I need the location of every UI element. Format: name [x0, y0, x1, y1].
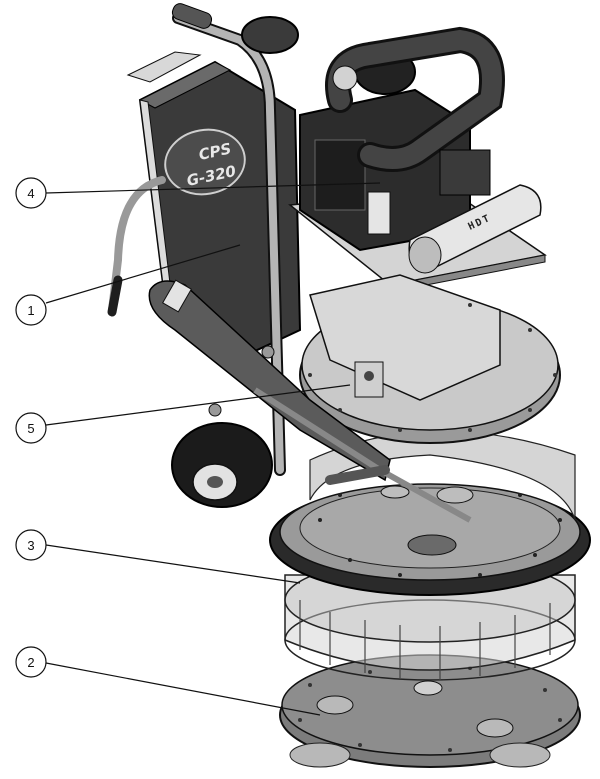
callout-2: 2: [15, 646, 47, 678]
leader-line-5: [45, 384, 351, 426]
callout-1: 1: [15, 294, 47, 326]
drive-disc: [299, 274, 561, 444]
lift-arm: [148, 279, 472, 523]
callout-5: 5: [15, 412, 47, 444]
wheel: [171, 422, 273, 508]
handle-frame: [126, 3, 286, 476]
callout-label: 2: [27, 655, 34, 670]
callout-label: 4: [27, 186, 34, 201]
fuel-tank: HDT: [408, 184, 542, 274]
leader-lines: [45, 182, 381, 716]
callout-label: 3: [27, 538, 34, 553]
callout-4: 4: [15, 177, 47, 209]
leader-line-2: [45, 662, 321, 716]
callout-label: 1: [27, 303, 34, 318]
leader-line-1: [45, 244, 241, 304]
leader-line-4: [45, 182, 381, 194]
base-plate: [279, 654, 581, 768]
leader-line-3: [45, 544, 301, 584]
skirt-ring: [269, 430, 591, 596]
engine: [241, 16, 505, 252]
callout-label: 5: [27, 421, 34, 436]
callout-3: 3: [15, 529, 47, 561]
water-hose: [108, 176, 166, 314]
